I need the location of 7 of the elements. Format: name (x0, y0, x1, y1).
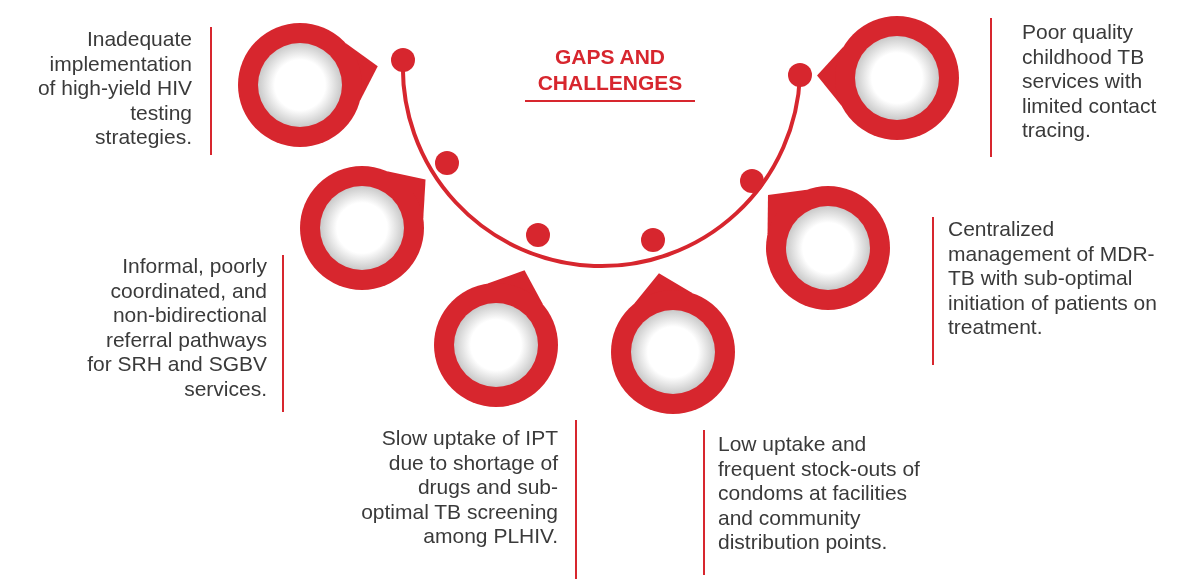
description-text: Centralized management of MDR-TB with sub-optimal initiation of patients on treatment. (948, 217, 1158, 340)
description-text: Poor quality childhood TB services with limited contact tracing. (1022, 20, 1158, 143)
description-text: Low uptake and frequent stock-outs of condoms at facilities and community distribution points. (718, 432, 921, 555)
title: GAPS AND CHALLENGES (525, 44, 695, 102)
description-text: Informal, poorly coordinated, and non-bidirectional referral pathways for SRH and SGBV services. (87, 254, 267, 401)
description-text: Inadequate implementation of high-yield HIV testing strategies. (36, 27, 192, 150)
description-text: Slow uptake of IPT due to shortage of drugs and sub-optimal TB screening among PLHIV. (360, 426, 558, 549)
